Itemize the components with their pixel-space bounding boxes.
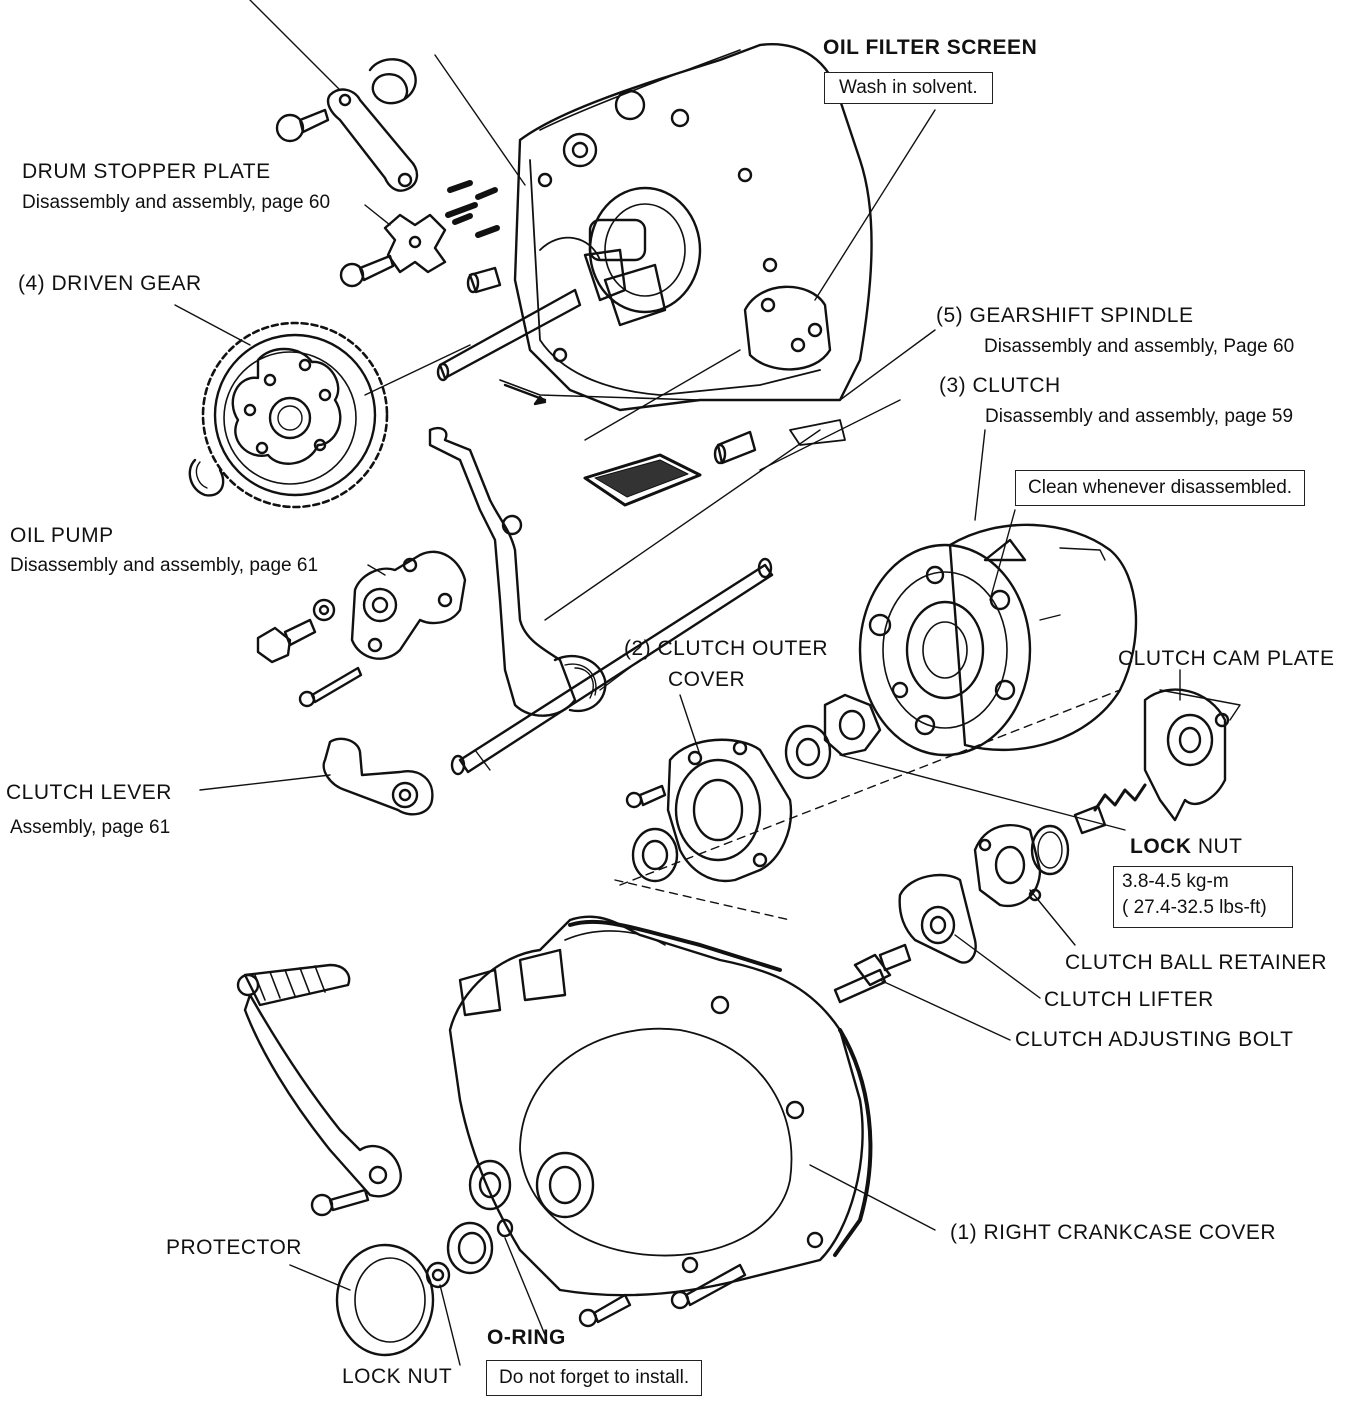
label-clutch: (3) CLUTCH bbox=[939, 374, 1061, 397]
oil-pump bbox=[256, 550, 467, 708]
label-o-ring: O-RING bbox=[487, 1326, 566, 1349]
label-gearshift-spindle: (5) GEARSHIFT SPINDLE bbox=[936, 304, 1194, 327]
note-box-oil-filter: Wash in solvent. bbox=[824, 72, 993, 104]
label-clutch-outer-cover: (2) CLUTCH OUTER bbox=[624, 637, 829, 660]
label-lock-nut-bottom: LOCK NUT bbox=[342, 1365, 453, 1388]
label-protector: PROTECTOR bbox=[166, 1236, 302, 1259]
driven-gear bbox=[188, 321, 389, 509]
note-o-ring: Do not forget to install. bbox=[499, 1367, 690, 1388]
drum-stopper-parts bbox=[275, 58, 502, 294]
ref-drum-stopper: Disassembly and assembly, page 60 bbox=[22, 192, 331, 213]
ref-oil-pump: Disassembly and assembly, page 61 bbox=[10, 555, 319, 576]
label-clutch-ball-retainer: CLUTCH BALL RETAINER bbox=[1065, 951, 1328, 974]
label-oil-filter-screen: OIL FILTER SCREEN bbox=[823, 36, 1038, 59]
label-clutch-lifter: CLUTCH LIFTER bbox=[1044, 988, 1214, 1011]
torque-lbsft: ( 27.4-32.5 lbs-ft) bbox=[1122, 897, 1267, 918]
protector-parts bbox=[335, 1218, 514, 1357]
label-lock-nut-bold: LOCK bbox=[1130, 835, 1192, 858]
note-box-o-ring: Do not forget to install. bbox=[486, 1360, 703, 1396]
note-clutch: Clean whenever disassembled. bbox=[1028, 477, 1293, 498]
label-lock-nut: LOCK NUT bbox=[1130, 835, 1243, 859]
ref-gearshift-spindle: Disassembly and assembly, Page 60 bbox=[984, 336, 1295, 357]
note-box-clutch: Clean whenever disassembled. bbox=[1015, 470, 1306, 506]
label-clutch-cam-plate: CLUTCH CAM PLATE bbox=[1118, 647, 1335, 670]
label-clutch-lever: CLUTCH LEVER bbox=[6, 781, 172, 804]
clutch-assembly bbox=[858, 523, 1138, 757]
label-lock-nut-rest: NUT bbox=[1191, 835, 1243, 858]
label-clutch-outer-cover-2: COVER bbox=[668, 668, 746, 691]
clutch-outer-cover-part bbox=[625, 693, 882, 883]
leader-lines bbox=[174, 0, 1241, 1366]
crankcase-body bbox=[499, 43, 873, 507]
torque-box: 3.8-4.5 kg-m ( 27.4-32.5 lbs-ft) bbox=[1113, 866, 1293, 928]
right-crankcase-cover bbox=[448, 915, 873, 1328]
label-driven-gear: (4) DRIVEN GEAR bbox=[18, 272, 202, 295]
label-clutch-adjusting-bolt: CLUTCH ADJUSTING BOLT bbox=[1015, 1028, 1294, 1051]
kick-arm bbox=[236, 963, 402, 1217]
label-oil-pump: OIL PUMP bbox=[10, 524, 114, 547]
note-oil-filter: Wash in solvent. bbox=[839, 77, 978, 98]
torque-kgm: 3.8-4.5 kg-m bbox=[1122, 871, 1229, 892]
label-right-crankcase-cover: (1) RIGHT CRANKCASE COVER bbox=[950, 1221, 1276, 1244]
ref-clutch-lever: Assembly, page 61 bbox=[10, 817, 171, 838]
gearshift-shaft-top bbox=[436, 288, 582, 382]
ref-clutch: Disassembly and assembly, page 59 bbox=[985, 406, 1294, 427]
gearshift-spindle bbox=[428, 426, 774, 776]
label-drum-stopper-plate: DRUM STOPPER PLATE bbox=[22, 160, 271, 183]
clutch-lever-part bbox=[322, 737, 434, 816]
